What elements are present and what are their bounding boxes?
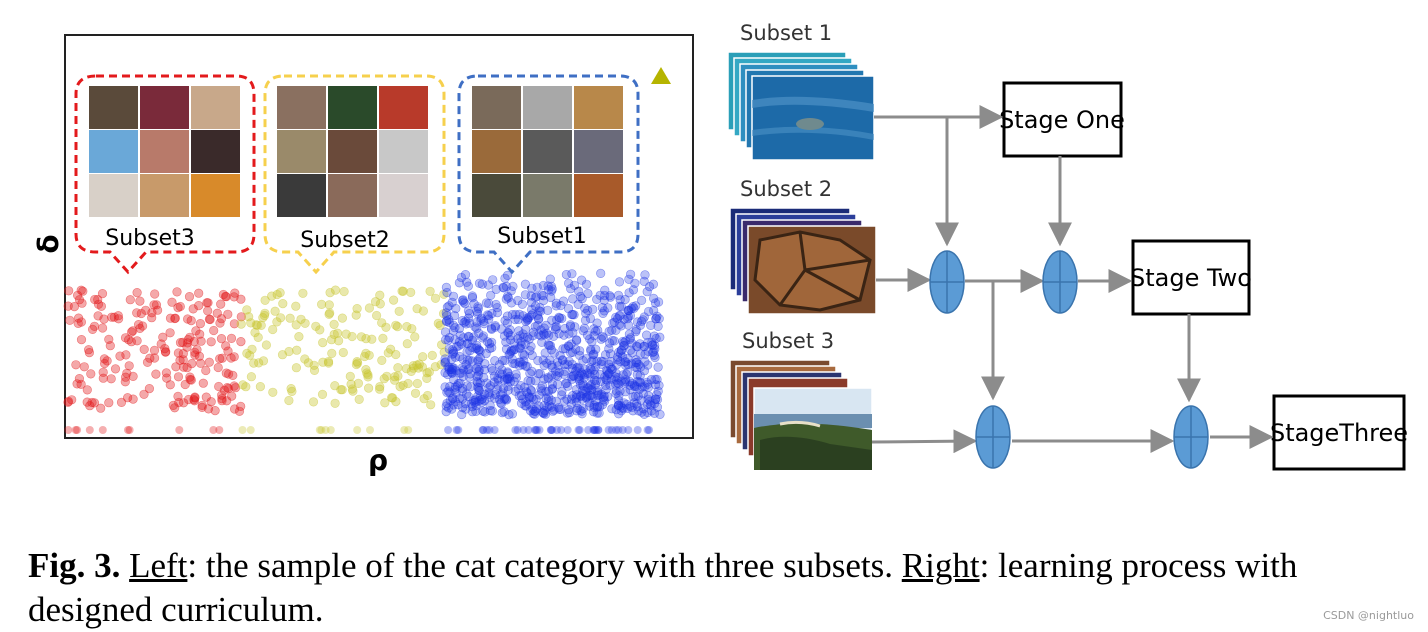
stage-two-box: [1131, 239, 1251, 316]
subset2-label: Subset2: [300, 228, 390, 253]
subset1-title: Subset 1: [740, 21, 832, 45]
fusion-node: [1173, 405, 1209, 469]
caption-right-text: : learning process with designed curricu…: [28, 546, 1298, 629]
subset3-bubble: [74, 74, 256, 275]
triangle-marker: [651, 67, 671, 84]
fusion-node: [1042, 250, 1078, 314]
subset3-image-stack: [729, 359, 873, 471]
stage-one-label: Stage One: [999, 106, 1125, 134]
subset3-label: Subset3: [105, 226, 195, 251]
subset3-title: Subset 3: [742, 329, 834, 353]
caption-left-word: Left: [129, 546, 188, 585]
stage-one-box: [1002, 81, 1123, 158]
subset2-bubble: [263, 74, 446, 275]
watermark: CSDN @nightluo: [1323, 609, 1414, 622]
scatter-points: [63, 268, 665, 434]
figure-number: Fig. 3.: [28, 546, 121, 585]
subset1-label: Subset1: [497, 224, 587, 249]
x-axis-label: ρ: [368, 444, 388, 477]
subset1-bubble: [457, 74, 640, 275]
fusion-node: [929, 250, 965, 314]
caption-left-text: : the sample of the cat category with th…: [187, 546, 894, 585]
stage-three-box: [1272, 394, 1406, 471]
subset2-image-stack: [729, 207, 877, 315]
flow-arrows: [871, 105, 1274, 454]
caption-right-word: Right: [901, 546, 980, 585]
subset1-image-stack: [727, 51, 875, 161]
image-thumbnails: [89, 86, 623, 217]
stage-three-label: StageThree: [1270, 419, 1408, 447]
y-axis-label: δ: [32, 234, 65, 253]
figure-caption: Fig. 3. Left: the sample of the cat cate…: [28, 544, 1418, 632]
subset2-title: Subset 2: [740, 177, 832, 201]
stage-two-label: Stage Two: [1130, 264, 1252, 292]
figure: Subset3 Subset2 Subset1 ρ δ Subset 1 Sub…: [32, 21, 1408, 477]
fusion-node: [975, 405, 1011, 469]
